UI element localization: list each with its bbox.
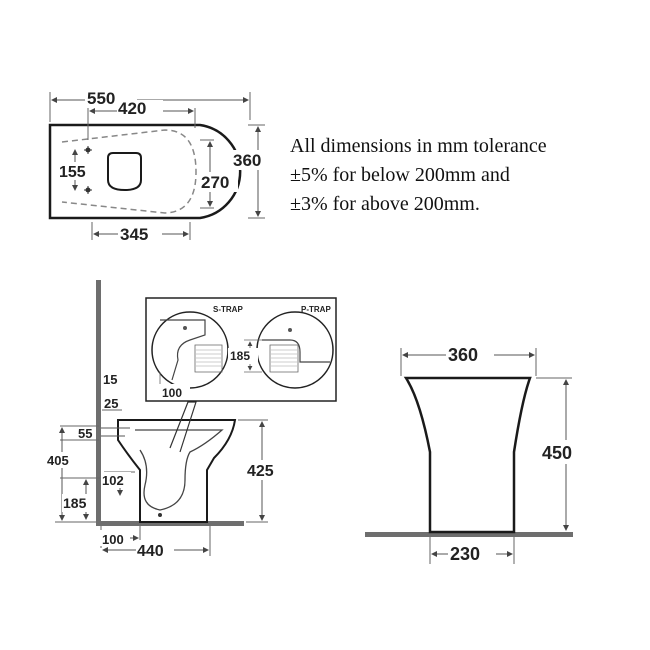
- tolerance-note-line-3: ±3% for above 200mm.: [290, 193, 480, 215]
- dim-width: 360: [233, 151, 261, 170]
- fixing-points: [84, 146, 92, 194]
- side-pan-outline: [117, 419, 237, 523]
- dim-base-length: 345: [120, 225, 148, 244]
- dim-inner-width: 270: [201, 173, 229, 192]
- dim-front-base-width: 230: [450, 544, 480, 564]
- wall: [96, 280, 101, 525]
- dim-25: 25: [104, 396, 118, 411]
- plan-bowl-opening: [107, 152, 142, 192]
- dim-height-side: 425: [247, 463, 274, 480]
- dim-wall-gap: 100: [102, 532, 124, 547]
- tolerance-note-line-1: All dimensions in mm tolerance: [290, 135, 547, 157]
- front-view: 360 450 230: [365, 344, 586, 565]
- side-trap: [135, 429, 224, 511]
- s-trap-label: S-TRAP: [213, 305, 243, 314]
- floor-side: [96, 521, 244, 526]
- side-view: 15 25 55 405 102 185 425 100: [46, 280, 280, 560]
- dim-overall-length: 550: [87, 89, 115, 108]
- tolerance-note: All dimensions in mm tolerance ±5% for b…: [290, 132, 635, 219]
- plan-outline: [48, 123, 242, 220]
- floor-front: [365, 532, 573, 537]
- front-pan-outline: [403, 376, 532, 534]
- detail-inset: S-TRAP P-TRAP 185 100: [145, 297, 337, 402]
- dim-s-trap-offset: 100: [162, 386, 182, 400]
- dim-front-height: 450: [542, 443, 572, 463]
- p-trap-label: P-TRAP: [301, 305, 331, 314]
- detail-callout-line: [169, 401, 197, 453]
- plan-inner-bowl: [61, 129, 197, 214]
- dim-185-side: 185: [63, 495, 87, 511]
- dim-15: 15: [103, 372, 117, 387]
- dim-inner-length: 420: [118, 99, 146, 118]
- dim-102: 102: [102, 473, 124, 488]
- dim-front-top-width: 360: [448, 345, 478, 365]
- plan-view: 550 420 155 360 270 345: [48, 88, 270, 244]
- dim-fixing-spacing: 155: [59, 164, 86, 181]
- dim-projection: 440: [137, 543, 164, 560]
- tolerance-note-line-2: ±5% for below 200mm and: [290, 164, 510, 186]
- dim-55: 55: [78, 426, 92, 441]
- dim-405: 405: [47, 453, 69, 468]
- dim-p-trap-height: 185: [230, 349, 250, 363]
